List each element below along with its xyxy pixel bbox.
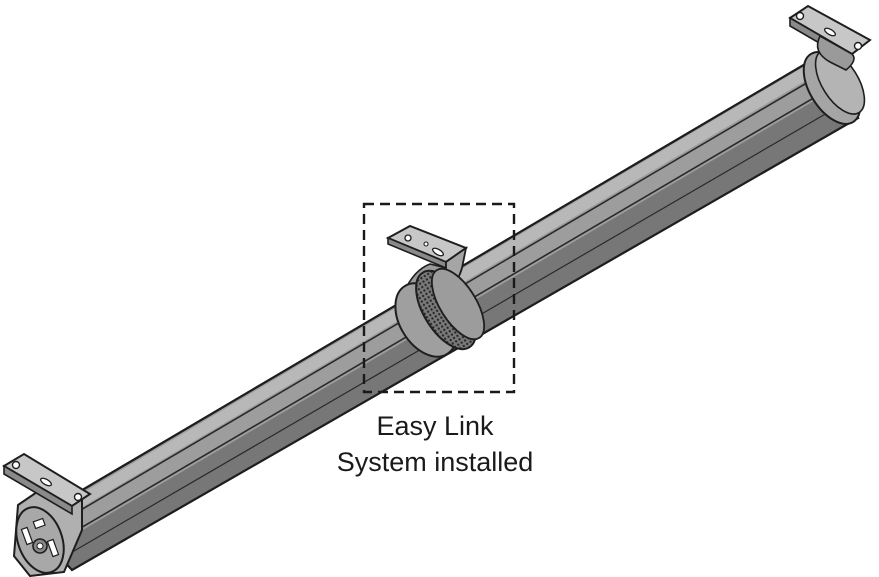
slot-hole-icon: [39, 477, 53, 487]
left-mounting-bracket: [2, 452, 92, 516]
right-mounting-bracket: [788, 4, 872, 71]
left-end-cap: [12, 488, 83, 577]
slot-hole-icon: [431, 247, 445, 257]
callout-dashed-box: [362, 202, 516, 394]
easy-link-coupling: [385, 224, 486, 358]
callout-label-line-2: System installed: [336, 447, 534, 477]
screw-hole-icon: [73, 492, 83, 502]
callout-label-line-1: Easy Link: [376, 411, 494, 441]
screw-hole-icon: [853, 41, 863, 51]
screw-hole-icon: [423, 241, 429, 247]
screw-hole-icon: [404, 234, 412, 242]
screw-hole-icon: [795, 11, 805, 21]
screw-hole-icon: [11, 460, 21, 470]
slot-hole-icon: [823, 27, 837, 37]
